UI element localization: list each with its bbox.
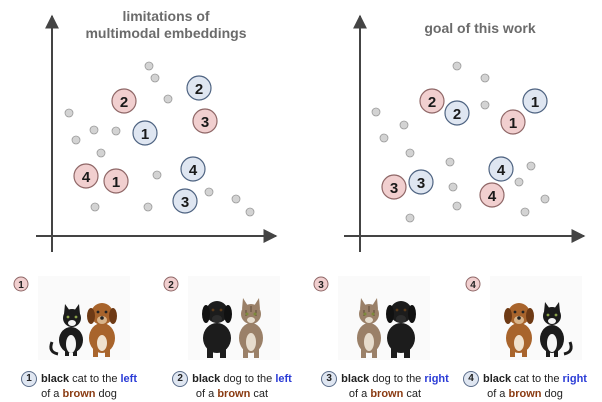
- svg-text:1: 1: [112, 174, 120, 191]
- left-plot-title: limitations of multimodal embeddings: [66, 8, 266, 42]
- svg-text:3: 3: [417, 175, 425, 192]
- caption-3-line-2: of a brown cat: [348, 388, 422, 400]
- svg-text:3: 3: [201, 114, 209, 131]
- svg-text:3: 3: [390, 180, 398, 197]
- svg-text:2: 2: [428, 94, 436, 111]
- caption-4: 4 black cat to the right of a brown dog: [450, 371, 600, 401]
- right-text-embedding-1: 1: [522, 88, 548, 114]
- left-image-embedding-2: 2: [111, 88, 137, 114]
- left-title-line-2: multimodal embeddings: [85, 25, 247, 41]
- caption-3: 3 black dog to the right of a brown cat: [310, 371, 460, 401]
- caption-2-line-1: 2 black dog to the left: [157, 371, 307, 387]
- left-scatter-dots: [64, 61, 255, 217]
- embedding-plots: 2 3 4 1 2 1 4 3 2 1: [36, 14, 586, 252]
- image-badge-3: 3: [313, 276, 329, 292]
- svg-text:3: 3: [181, 194, 189, 211]
- svg-text:1: 1: [18, 280, 24, 291]
- svg-text:4: 4: [82, 169, 91, 186]
- caption-1-text: black cat to the left: [40, 373, 137, 385]
- caption-1-line-2: of a brown dog: [41, 388, 117, 400]
- right-image-embedding-4: 4: [479, 182, 505, 208]
- left-text-embedding-4: 4: [180, 156, 206, 182]
- caption-4-text: black cat to the right: [483, 373, 587, 385]
- caption-4-badge: 4: [463, 371, 480, 387]
- caption-1-line-1: 1 black cat to the left: [4, 371, 154, 387]
- right-image-embedding-3: 3: [381, 174, 407, 200]
- svg-text:1: 1: [141, 126, 149, 143]
- right-text-embedding-4: 4: [488, 156, 514, 182]
- photo-black-cat-left-brown-dog: [38, 276, 130, 360]
- svg-text:2: 2: [168, 280, 174, 291]
- image-badge-2: 2: [163, 276, 179, 292]
- image-badge-4: 4: [465, 276, 481, 292]
- svg-text:4: 4: [189, 162, 198, 179]
- caption-2-line-2: of a brown cat: [195, 388, 269, 400]
- caption-2: 2 black dog to the left of a brown cat: [157, 371, 307, 401]
- left-title-line-1: limitations of: [122, 8, 210, 24]
- right-image-embedding-1: 1: [500, 109, 526, 135]
- left-text-embedding-2: 2: [186, 75, 212, 101]
- caption-1-badge: 1: [20, 371, 37, 387]
- left-image-embedding-1: 1: [103, 168, 129, 194]
- left-text-embedding-1: 1: [132, 120, 158, 146]
- caption-4-line-2: of a brown dog: [487, 388, 563, 400]
- image-badge-1: 1: [13, 276, 29, 292]
- svg-text:1: 1: [531, 94, 539, 111]
- svg-text:2: 2: [195, 81, 203, 98]
- caption-3-text: black dog to the right: [341, 373, 449, 385]
- svg-text:1: 1: [509, 115, 517, 132]
- caption-3-line-1: 3 black dog to the right: [310, 371, 460, 387]
- caption-2-badge: 2: [172, 371, 189, 387]
- caption-4-line-1: 4 black cat to the right: [450, 371, 600, 387]
- svg-text:2: 2: [453, 106, 461, 123]
- svg-text:3: 3: [318, 280, 324, 291]
- caption-3-badge: 3: [321, 371, 338, 387]
- svg-text:4: 4: [497, 162, 506, 179]
- photo-black-dog-left-brown-cat: [188, 276, 280, 360]
- left-image-embedding-4: 4: [73, 163, 99, 189]
- left-image-embedding-3: 3: [192, 108, 218, 134]
- right-text-embedding-2: 2: [444, 100, 470, 126]
- right-plot-title: goal of this work: [424, 20, 536, 36]
- right-scatter-dots: [371, 61, 550, 223]
- right-image-embedding-2: 2: [419, 88, 445, 114]
- photo-black-cat-right-brown-dog: [490, 276, 582, 360]
- left-text-embedding-3: 3: [172, 188, 198, 214]
- label: 2: [120, 94, 128, 111]
- svg-text:4: 4: [470, 280, 476, 291]
- right-text-embedding-3: 3: [408, 169, 434, 195]
- caption-1: 1 black cat to the left of a brown dog: [4, 371, 154, 401]
- svg-text:4: 4: [488, 188, 497, 205]
- caption-2-text: black dog to the left: [192, 373, 292, 385]
- photo-black-dog-right-brown-cat: [338, 276, 430, 360]
